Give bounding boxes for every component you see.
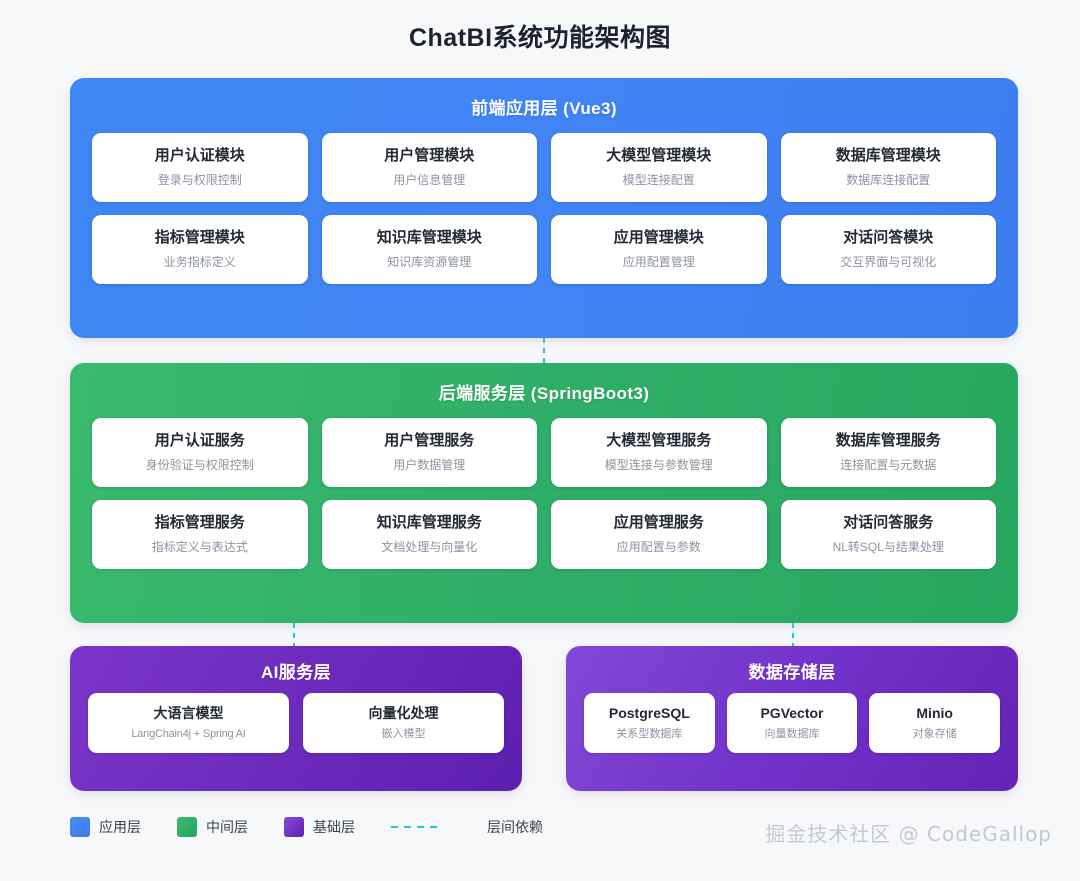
backend-card-grid-second-row: 指标管理服务 指标定义与表达式 知识库管理服务 文档处理与向量化 应用管理服务 … xyxy=(92,500,996,570)
legend-swatch-purple-icon xyxy=(284,817,304,837)
card-subtitle: 应用配置与参数 xyxy=(616,539,701,554)
card-subtitle: 嵌入模型 xyxy=(381,728,426,741)
card-title: 大模型管理服务 xyxy=(606,432,712,449)
card-subtitle: 身份验证与权限控制 xyxy=(145,457,254,472)
card-backend-llm-management[interactable]: 大模型管理服务 模型连接与参数管理 xyxy=(551,418,767,488)
card-frontend-metric-management[interactable]: 指标管理模块 业务指标定义 xyxy=(92,215,308,285)
card-title: 指标管理模块 xyxy=(154,229,245,247)
card-backend-knowledge-base[interactable]: 知识库管理服务 文档处理与向量化 xyxy=(321,500,537,570)
card-storage-minio[interactable]: Minio 对象存储 xyxy=(869,693,1000,754)
card-ai-vectorization[interactable]: 向量化处理 嵌入模型 xyxy=(303,693,504,754)
layer-backend-title: 后端服务层 (SpringBoot3) xyxy=(438,384,650,403)
card-title: 用户认证模块 xyxy=(154,147,245,164)
legend-label: 基础层 xyxy=(313,819,355,835)
card-title: 数据库管理服务 xyxy=(835,432,941,449)
card-subtitle: 指标定义与表达式 xyxy=(151,539,248,554)
card-subtitle: 向量数据库 xyxy=(764,728,820,741)
page-title: ChatBI系统功能架构图 xyxy=(408,24,672,52)
card-frontend-application-management[interactable]: 应用管理模块 应用配置管理 xyxy=(551,215,767,285)
card-subtitle: 用户数据管理 xyxy=(393,457,466,472)
layer-frontend-title: 前端应用层 (Vue3) xyxy=(471,99,617,118)
legend-swatch-blue-icon xyxy=(70,817,90,837)
dashed-line-icon xyxy=(391,826,439,828)
watermark: 掘金技术社区 @ CodeGallop xyxy=(765,822,1052,846)
connector-backend-to-ai xyxy=(293,623,295,646)
card-subtitle: 关系型数据库 xyxy=(616,728,683,741)
card-frontend-user-management[interactable]: 用户管理模块 用户信息管理 xyxy=(321,133,537,203)
card-subtitle: 模型连接配置 xyxy=(622,172,695,187)
layer-data-storage: 数据存储层 PostgreSQL 关系型数据库 PGVector 向量数据库 M… xyxy=(566,646,1018,791)
card-title: 大语言模型 xyxy=(153,705,224,721)
card-title: 向量化处理 xyxy=(368,705,439,721)
card-title: 指标管理服务 xyxy=(154,514,245,532)
legend-label: 层间依赖 xyxy=(487,819,543,835)
card-title: 数据库管理模块 xyxy=(835,147,941,164)
card-subtitle: 数据库连接配置 xyxy=(846,172,931,187)
legend-label: 应用层 xyxy=(99,819,141,835)
card-title: 大模型管理模块 xyxy=(606,147,712,164)
ai-card-grid: 大语言模型 LangChain4j + Spring AI 向量化处理 嵌入模型 xyxy=(88,693,504,754)
frontend-card-grid: 用户认证模块 登录与权限控制 用户管理模块 用户信息管理 大模型管理模块 模型连… xyxy=(92,133,996,203)
card-frontend-chat-qa[interactable]: 对话问答模块 交互界面与可视化 xyxy=(780,215,996,285)
card-title: 知识库管理模块 xyxy=(376,229,482,247)
card-frontend-knowledge-base[interactable]: 知识库管理模块 知识库资源管理 xyxy=(321,215,537,285)
layer-storage-title: 数据存储层 xyxy=(748,663,836,682)
legend: 应用层 中间层 基础层 层间依赖 xyxy=(70,817,569,837)
card-title: PostgreSQL xyxy=(608,705,690,721)
card-subtitle: 应用配置管理 xyxy=(622,254,695,269)
card-subtitle: 连接配置与元数据 xyxy=(840,457,937,472)
connector-backend-to-storage xyxy=(792,623,794,646)
frontend-card-grid-second-row: 指标管理模块 业务指标定义 知识库管理模块 知识库资源管理 应用管理模块 应用配… xyxy=(92,215,996,285)
card-subtitle: 业务指标定义 xyxy=(163,254,236,269)
card-title: 用户管理模块 xyxy=(384,147,475,164)
card-title: 用户管理服务 xyxy=(384,432,475,449)
legend-item-application-layer: 应用层 xyxy=(70,817,141,837)
card-frontend-database-management[interactable]: 数据库管理模块 数据库连接配置 xyxy=(780,133,996,203)
card-backend-user-management[interactable]: 用户管理服务 用户数据管理 xyxy=(321,418,537,488)
card-ai-llm[interactable]: 大语言模型 LangChain4j + Spring AI xyxy=(88,693,289,754)
storage-card-grid: PostgreSQL 关系型数据库 PGVector 向量数据库 Minio 对… xyxy=(584,693,1000,754)
legend-item-dependency: 层间依赖 xyxy=(391,817,543,837)
card-title: 应用管理模块 xyxy=(613,229,704,247)
connector-frontend-to-backend xyxy=(543,338,545,363)
legend-item-middle-layer: 中间层 xyxy=(177,817,248,837)
card-subtitle: 知识库资源管理 xyxy=(387,254,472,269)
card-subtitle: 文档处理与向量化 xyxy=(381,539,478,554)
card-backend-database-management[interactable]: 数据库管理服务 连接配置与元数据 xyxy=(780,418,996,488)
layer-ai-service: AI服务层 大语言模型 LangChain4j + Spring AI 向量化处… xyxy=(70,646,522,791)
card-storage-postgresql[interactable]: PostgreSQL 关系型数据库 xyxy=(584,693,715,754)
layer-backend: 后端服务层 (SpringBoot3) 用户认证服务 身份验证与权限控制 用户管… xyxy=(70,363,1018,623)
card-subtitle: 交互界面与可视化 xyxy=(840,254,937,269)
card-title: 对话问答模块 xyxy=(843,229,934,247)
card-backend-metric-management[interactable]: 指标管理服务 指标定义与表达式 xyxy=(92,500,308,570)
card-frontend-llm-management[interactable]: 大模型管理模块 模型连接配置 xyxy=(551,133,767,203)
card-subtitle: NL转SQL与结果处理 xyxy=(832,539,944,554)
card-subtitle: 用户信息管理 xyxy=(393,172,466,187)
card-backend-user-auth[interactable]: 用户认证服务 身份验证与权限控制 xyxy=(92,418,308,488)
card-title: 应用管理服务 xyxy=(613,514,704,532)
card-title: 知识库管理服务 xyxy=(376,514,482,532)
card-subtitle: 对象存储 xyxy=(912,728,957,741)
legend-swatch-green-icon xyxy=(177,817,197,837)
card-subtitle: LangChain4j + Spring AI xyxy=(131,728,246,741)
card-title: Minio xyxy=(916,705,953,721)
card-backend-application-management[interactable]: 应用管理服务 应用配置与参数 xyxy=(551,500,767,570)
card-backend-chat-qa[interactable]: 对话问答服务 NL转SQL与结果处理 xyxy=(780,500,996,570)
layer-ai-title: AI服务层 xyxy=(261,663,331,682)
layer-frontend: 前端应用层 (Vue3) 用户认证模块 登录与权限控制 用户管理模块 用户信息管… xyxy=(70,78,1018,338)
card-frontend-user-auth[interactable]: 用户认证模块 登录与权限控制 xyxy=(92,133,308,203)
legend-item-base-layer: 基础层 xyxy=(284,817,355,837)
card-subtitle: 模型连接与参数管理 xyxy=(604,457,713,472)
legend-label: 中间层 xyxy=(206,819,248,835)
card-title: 用户认证服务 xyxy=(154,432,245,449)
card-title: PGVector xyxy=(760,705,824,721)
backend-card-grid: 用户认证服务 身份验证与权限控制 用户管理服务 用户数据管理 大模型管理服务 模… xyxy=(92,418,996,488)
card-title: 对话问答服务 xyxy=(843,514,934,532)
card-subtitle: 登录与权限控制 xyxy=(157,172,242,187)
card-storage-pgvector[interactable]: PGVector 向量数据库 xyxy=(726,693,858,754)
